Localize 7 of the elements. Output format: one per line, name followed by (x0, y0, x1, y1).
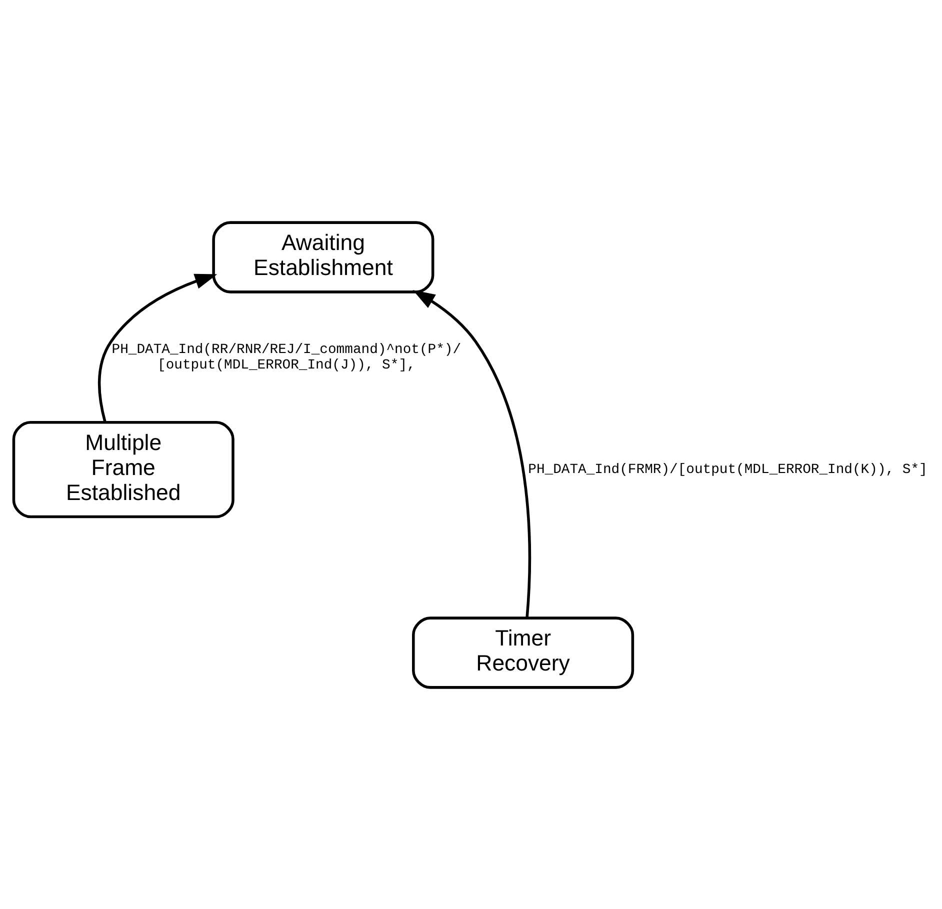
arrow (98, 273, 218, 422)
arrow (412, 289, 532, 618)
node-box: Multiple Frame Established (12, 420, 234, 518)
edge-label: PH_DATA_Ind(RR/RNR/REJ/I_command)^not(P*)/ [output(MDL_ERROR_Ind(J)), S*], (112, 342, 462, 373)
node-box: Awaiting Establishment (212, 220, 434, 293)
edge-label: PH_DATA_Ind(FRMR)/[output(MDL_ERROR_Ind(K)), S*] (528, 462, 928, 478)
node-box: Timer Recovery (412, 616, 634, 688)
